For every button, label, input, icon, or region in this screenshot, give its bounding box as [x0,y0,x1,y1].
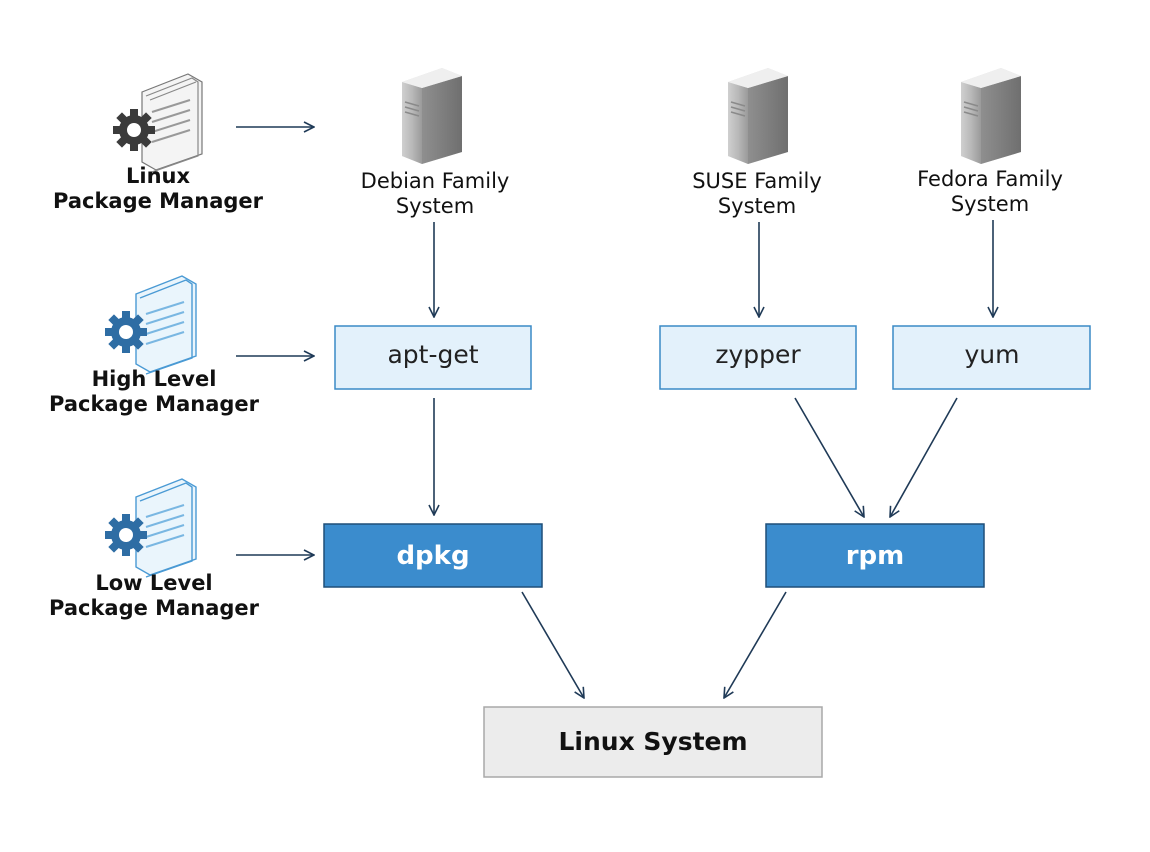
debian-label-line1: Debian Family [361,169,510,193]
server-tower-icon [727,67,789,165]
server-tower-icon [960,67,1022,165]
debian-label-line2: System [396,194,474,218]
zypper-box: zypper [659,325,857,390]
legend-low-line2: Package Manager [49,596,260,620]
suse-label-line2: System [718,194,796,218]
gear-document-icon [105,478,197,578]
server-tower-icon [401,67,463,165]
gear-document-icon [105,275,197,375]
linux-system-label: Linux System [558,727,747,756]
gear-document-icon [113,73,203,173]
rpm-label: rpm [846,541,905,571]
zypper-to-rpm-arrow [794,397,864,517]
dpkg-to-linux-arrow [521,591,584,698]
rpm-to-linux-arrow [724,591,787,698]
linux-system-box: Linux System [483,706,823,778]
yum-label: yum [965,340,1020,369]
legend-top-line1: Linux [126,164,190,188]
legend-low-line1: Low Level [95,571,212,595]
rpm-box: rpm [765,523,985,588]
aptget-box: apt-get [334,325,532,390]
dpkg-box: dpkg [323,523,543,588]
fedora-label-line1: Fedora Family [917,167,1063,191]
yum-box: yum [892,325,1091,390]
legend-high-line1: High Level [92,367,217,391]
yum-to-rpm-arrow [890,397,958,517]
zypper-label: zypper [715,340,801,369]
legend-top-line2: Package Manager [53,189,264,213]
dpkg-label: dpkg [396,541,469,571]
suse-label-line1: SUSE Family [692,169,822,193]
fedora-label-line2: System [951,192,1029,216]
aptget-label: apt-get [387,340,478,369]
legend-high-line2: Package Manager [49,392,260,416]
